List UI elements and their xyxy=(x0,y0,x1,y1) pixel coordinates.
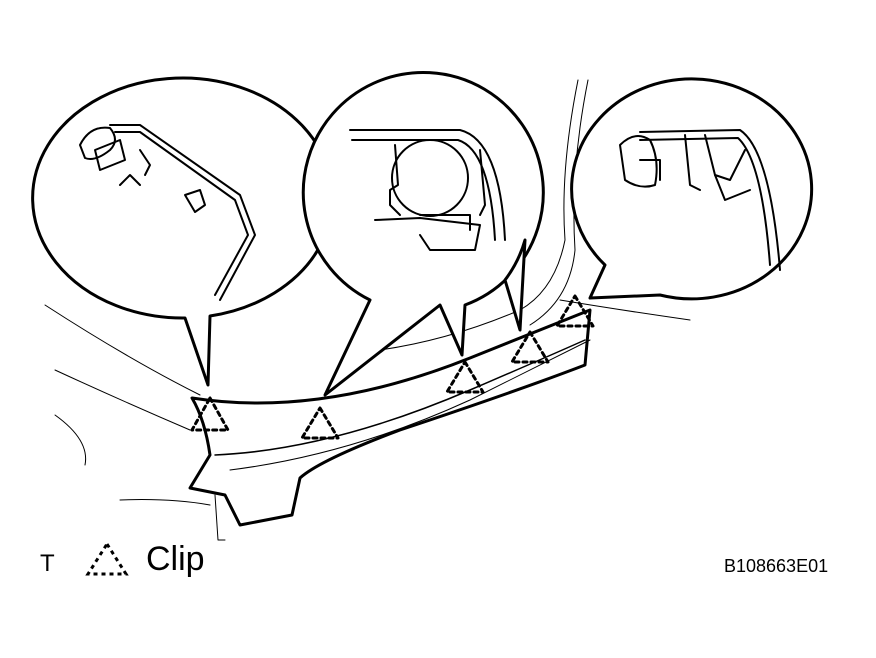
clip-2 xyxy=(300,406,340,440)
clip-5 xyxy=(555,294,595,328)
clip-1 xyxy=(190,396,230,432)
clip-markers xyxy=(190,294,595,440)
garnish-inner-line xyxy=(214,339,586,456)
legend-mark: T xyxy=(40,550,55,577)
figure-id: B108663E01 xyxy=(724,556,829,576)
vehicle-body-lines xyxy=(44,79,691,541)
detail-bubble-right xyxy=(570,77,814,301)
detail-bubble-left xyxy=(31,76,335,387)
legend-label: Clip xyxy=(146,540,205,578)
detail-bubble-center xyxy=(301,71,545,397)
clip-4 xyxy=(510,330,550,364)
clip-3 xyxy=(445,360,485,394)
clip-triangle-icon xyxy=(85,541,129,576)
garnish-outline xyxy=(188,308,592,527)
